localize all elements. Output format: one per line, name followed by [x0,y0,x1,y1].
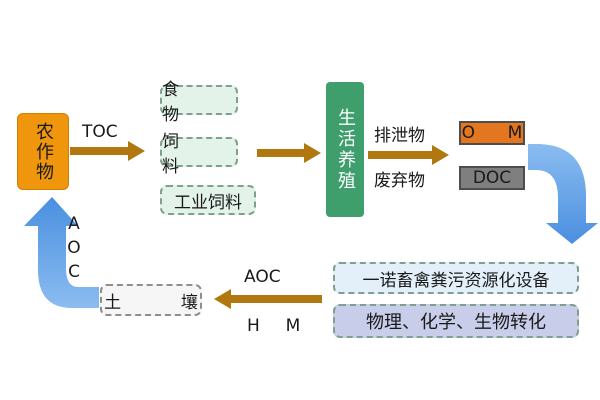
soil-node: 土 壤 [100,284,202,316]
feed-label: 饲 料 [162,132,195,177]
arrow-soil-to-crops [24,197,99,308]
equipment-node: 一诺畜禽粪污资源化设备 [333,262,579,294]
equipment-label: 一诺畜禽粪污资源化设备 [362,270,550,291]
aoc-bottom-label: AOC [244,267,281,287]
process-label: 物理、化学、生物转化 [366,312,546,333]
doc-node: DOC [459,166,525,190]
arrow-feed-to-livestock [257,143,321,163]
livestock-node: 生活养殖 [326,82,364,217]
om-node: O M [459,121,525,145]
arrow-equipment-to-soil [214,289,322,309]
feed-node: 饲 料 [160,132,238,177]
industrial-feed-node: 工业饲料 [160,185,256,215]
aoc-left-label: AOC [64,214,84,286]
soil-label: 土 壤 [104,292,226,313]
hm-label: H M [247,316,311,336]
om-label: O M [461,123,536,143]
arrow-crops-to-feed [70,141,145,161]
food-node: 食 物 [160,80,238,125]
arrow-livestock-to-outputs [368,145,449,165]
livestock-label: 生活养殖 [335,107,356,192]
process-node: 物理、化学、生物转化 [333,304,579,338]
excretion-label: 排泄物 [374,126,425,146]
toc-label: TOC [82,122,118,142]
crops-node: 农作物 [17,113,69,190]
doc-label: DOC [472,168,512,188]
industrial-feed-label: 工业饲料 [174,192,242,213]
waste-label: 废弃物 [374,171,425,191]
arrow-doc-to-equipment [528,144,598,244]
food-label: 食 物 [162,80,195,125]
crops-label: 农作物 [33,121,54,182]
